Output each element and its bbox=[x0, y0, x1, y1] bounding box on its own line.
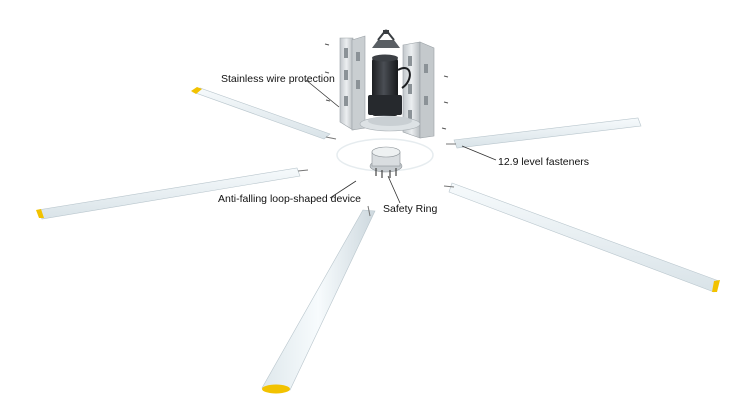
base-plate bbox=[359, 116, 421, 132]
label-anti-falling-device: Anti-falling loop-shaped device bbox=[218, 193, 362, 205]
leader-anti-falling bbox=[329, 180, 357, 199]
label-fasteners: 12.9 level fasteners bbox=[498, 156, 590, 168]
leader-wire-protection bbox=[305, 79, 340, 108]
safety-ring-hub bbox=[369, 146, 403, 178]
leader-lines bbox=[305, 79, 497, 204]
bracket-left bbox=[339, 35, 366, 131]
motor bbox=[368, 54, 411, 116]
leader-fasteners bbox=[461, 145, 497, 161]
blade-upper-right bbox=[446, 117, 642, 149]
blade-left bbox=[36, 167, 309, 220]
blade-lower-right bbox=[443, 182, 720, 293]
blade-bottom bbox=[261, 205, 376, 394]
label-safety-ring: Safety Ring bbox=[383, 203, 438, 215]
bracket-right bbox=[402, 41, 435, 139]
label-stainless-wire-protection: Stainless wire protection bbox=[221, 73, 335, 85]
blade-upper-left bbox=[191, 87, 337, 140]
leader-safety-ring bbox=[387, 175, 401, 204]
top-mount bbox=[372, 29, 400, 48]
bolt-marks bbox=[324, 43, 449, 130]
